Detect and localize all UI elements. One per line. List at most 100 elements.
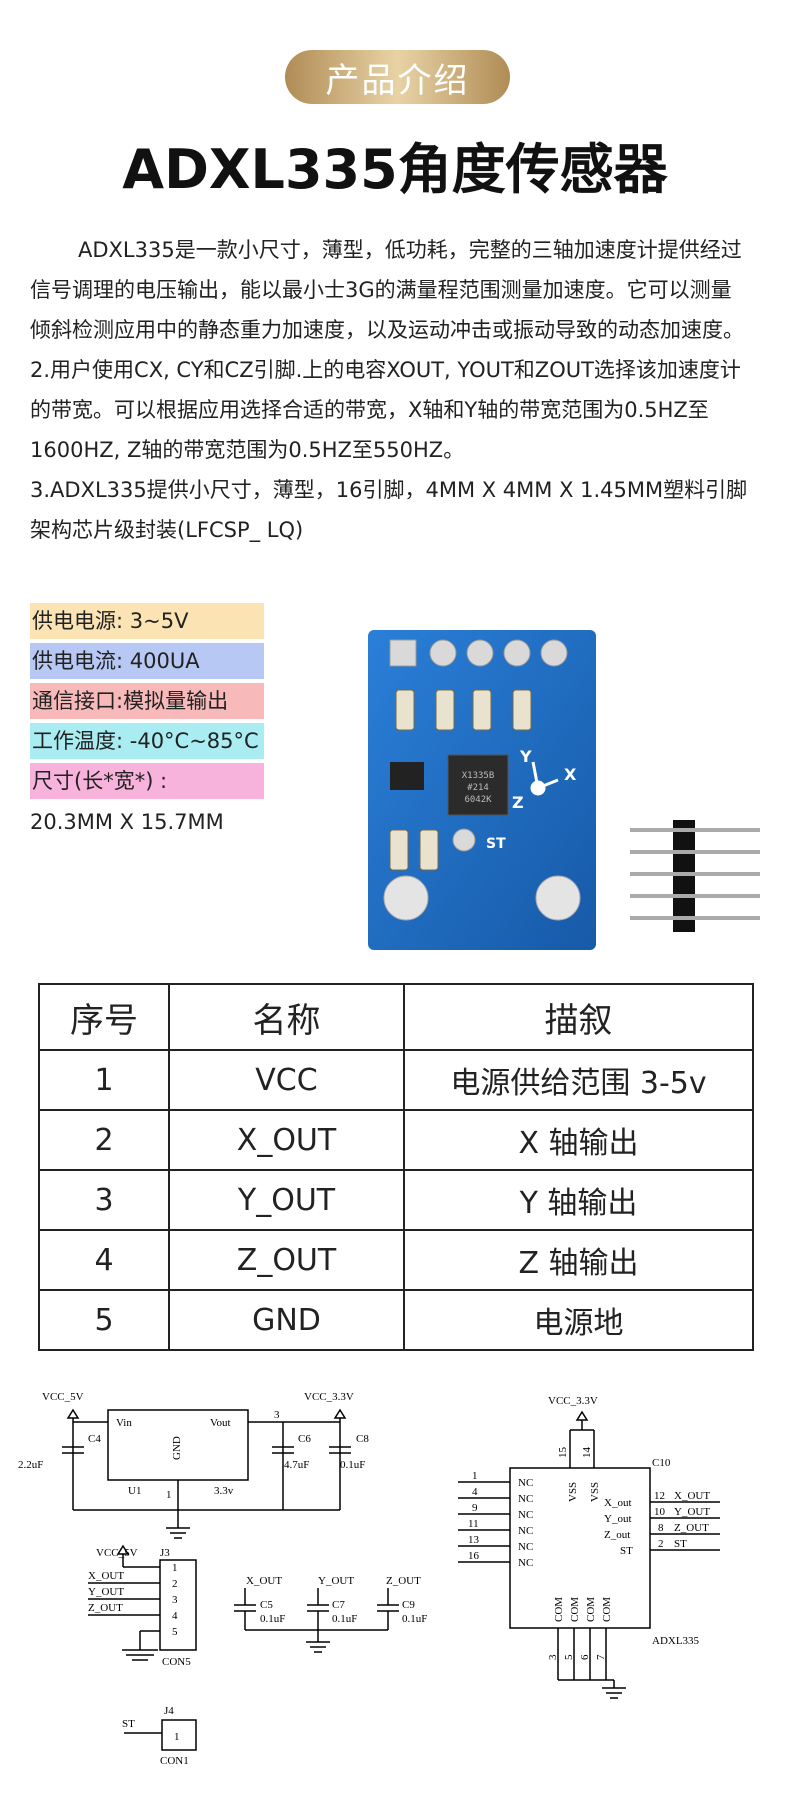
ic-bottom-pin: 5 [563,1654,575,1660]
table-row: 3 Y_OUT Y 轴输出 [38,1169,754,1232]
ic-com-label: COM [569,1597,581,1622]
mounting-hole-right [535,875,581,921]
cell-name: Z_OUT [168,1229,405,1292]
cell-description: X 轴输出 [403,1109,754,1172]
ic-nc-label: NC [518,1493,533,1505]
section-label-pill: 产品介绍 [285,50,510,104]
regulator-wires [62,1408,351,1539]
cell-index: 4 [38,1229,170,1292]
intro-paragraph-1: ADXL335是一款小尺寸，薄型，低功耗，完整的三轴加速度计提供经过信号调理的电… [30,238,744,342]
cell-description: Z 轴输出 [403,1229,754,1292]
cell-name: GND [168,1289,405,1351]
ic-left-pin: 1 [472,1470,478,1482]
ic-inner-xout: X_out [604,1497,632,1509]
con1-label: CON1 [160,1755,189,1767]
ic-right-net: X_OUT [674,1490,710,1502]
pin-header [630,820,760,932]
cap-c9-value: 0.1uF [402,1613,427,1625]
ic-bottom-pin: 6 [579,1654,591,1660]
ic-com-label: COM [553,1597,565,1622]
con5-vcc: VCC_5V [96,1547,138,1559]
ic-right-pin: 10 [654,1506,666,1518]
smd-capacitors [389,689,532,871]
con5-pin2: 2 [172,1578,178,1590]
j4-st: ST [122,1718,135,1730]
j4-pin1: 1 [174,1731,180,1743]
ic-right-pin: 12 [654,1490,665,1502]
reg-gnd: GND [171,1436,183,1460]
filter-cap-wires [234,1588,399,1653]
chip-marking-1: X1335B [462,771,495,781]
intro-paragraph-3: 3.ADXL335提供小尺寸，薄型，16引脚，4MM X 4MM X 1.45M… [30,478,748,542]
cap-y-net: Y_OUT [318,1575,354,1587]
ic-inner-st: ST [620,1545,633,1557]
ic-com-label: COM [601,1597,613,1622]
cell-index: 5 [38,1289,170,1351]
cell-description: 电源供给范围 3-5v [403,1049,754,1112]
ic-right-net: ST [674,1538,687,1550]
reg-u1: U1 [128,1485,141,1497]
cap-c6-value: 4.7uF [284,1459,309,1471]
cap-c8-value: 0.1uF [340,1459,365,1471]
con5-pin4: 4 [172,1610,178,1622]
ic-pin15: 15 [557,1447,569,1459]
spec-size-value: 20.3MM X 15.7MM [30,810,224,834]
cap-c7-value: 0.1uF [332,1613,357,1625]
spec-power-supply: 供电电源: 3~5V [30,603,264,639]
ic-bottom-pin: 3 [547,1654,559,1660]
cap-x-net: X_OUT [246,1575,282,1587]
ic-left-pin: 9 [472,1502,478,1514]
ic-c10: C10 [652,1457,671,1469]
circuit-schematic: VCC_5V VCC_3.3V Vin Vout GND U1 3.3v 1 3… [18,1391,720,1767]
j4-wires [124,1719,197,1751]
ic-bottom-pin: 7 [595,1654,607,1660]
reg-vcc-in: VCC_5V [42,1391,84,1403]
table-row: 5 GND 电源地 [38,1289,754,1351]
regulator-chip [390,762,424,790]
con5-pin1: 1 [172,1562,178,1574]
con5-label: CON5 [162,1656,191,1668]
cell-description: 电源地 [403,1289,754,1351]
cap-c9: C9 [402,1599,415,1611]
table-row: 1 VCC 电源供给范围 3-5v [38,1049,754,1112]
con5-j3: J3 [160,1547,170,1559]
reg-3v3: 3.3v [214,1485,234,1497]
st-label: ST [486,836,506,852]
cell-description: Y 轴输出 [403,1169,754,1232]
reg-pin1: 1 [166,1489,172,1501]
ic-vss-2: VSS [589,1482,601,1502]
ic-vss-1: VSS [567,1482,579,1502]
cell-index: 1 [38,1049,170,1112]
cap-c6: C6 [298,1433,311,1445]
reg-pin3: 3 [274,1409,280,1421]
axis-marker [530,761,559,796]
cell-name: VCC [168,1049,405,1112]
table-row: 4 Z_OUT Z 轴输出 [38,1229,754,1292]
cap-c5-value: 0.1uF [260,1613,285,1625]
ic-inner-yout: Y_out [604,1513,632,1525]
cell-index: 3 [38,1169,170,1232]
page-title: ADXL335角度传感器 [122,138,668,201]
ic-left-pin: 13 [468,1534,480,1546]
cell-name: Y_OUT [168,1169,405,1232]
ic-wires [458,1410,720,1699]
spec-temperature: 工作温度: -40°C~85°C [30,723,264,759]
cap-z-net: Z_OUT [386,1575,421,1587]
ic-nc-label: NC [518,1541,533,1553]
con5-wires [88,1544,197,1661]
con5-pin5: 5 [172,1626,178,1638]
cell-name: X_OUT [168,1109,405,1172]
header-pads [389,639,568,667]
con5-xout: X_OUT [88,1570,124,1582]
ic-right-pin: 2 [658,1538,664,1550]
cap-c4-value: 2.2uF [18,1459,43,1471]
section-label: 产品介绍 [325,60,470,101]
ic-left-pin: 4 [472,1486,478,1498]
header-name: 名称 [168,982,405,1052]
intro-text: ADXL335是一款小尺寸，薄型，低功耗，完整的三轴加速度计提供经过信号调理的电… [30,230,750,550]
adxl335-chip [447,754,509,816]
ic-nc-label: NC [518,1557,533,1569]
intro-paragraph-2: 2.用户使用CX, CY和CZ引脚.上的电容XOUT, YOUT和ZOUT选择该… [30,358,741,462]
pin-table: 序号 名称 描叙 1 VCC 电源供给范围 3-5v 2 X_OUT X 轴输出… [38,982,754,1351]
cap-c5: C5 [260,1599,273,1611]
